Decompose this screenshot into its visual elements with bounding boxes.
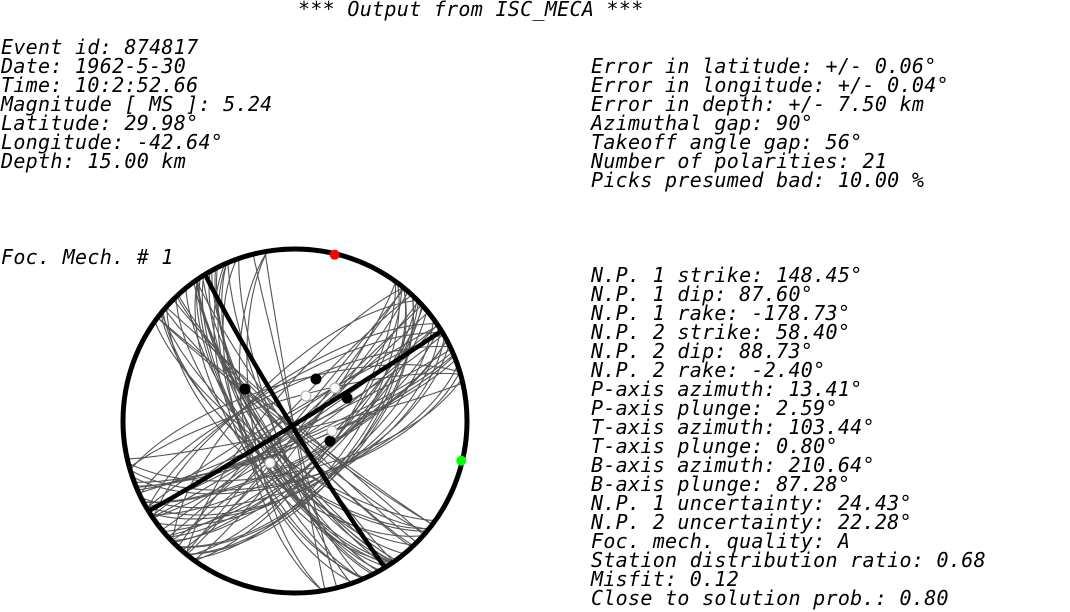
picks-presumed-bad: Picks presumed bad: 10.00 % — [591, 168, 925, 192]
close-to-solution-probability: Close to solution prob.: 0.80 — [591, 586, 949, 610]
mechanism-info-block: N.P. 1 strike: 148.45° N.P. 1 dip: 87.60… — [591, 263, 986, 610]
uncertainty-curve-74 — [186, 287, 404, 556]
uncertainty-curve-37 — [252, 254, 338, 588]
np2-dip: N.P. 2 dip: 88.73° — [591, 339, 814, 363]
event-info-block: Event id: 874817 Date: 1962-5-30 Time: 1… — [1, 35, 273, 173]
p-axis-azimuth: P-axis azimuth: 13.41° — [591, 377, 863, 401]
uncertainty-curve-9 — [211, 270, 379, 572]
np1-strike: N.P. 1 strike: 148.45° — [591, 263, 863, 287]
compression-polarity-1 — [310, 373, 322, 385]
uncertainty-curve-42 — [172, 299, 418, 543]
np1-uncertainty: N.P. 1 uncertainty: 24.43° — [591, 491, 912, 515]
np2-rake: N.P. 2 rake: -2.40° — [591, 358, 826, 382]
compression-polarity-0 — [239, 383, 251, 395]
number-of-polarities: Number of polarities: 21 — [591, 149, 888, 173]
np1-rake: N.P. 1 rake: -178.73° — [591, 301, 851, 325]
error-longitude: Error in longitude: +/- 0.04° — [591, 73, 949, 97]
event-depth: Depth: 15.00 km — [1, 149, 187, 173]
uncertainty-curve-83 — [129, 372, 461, 469]
focal-mechanism-label: Foc. Mech. # 1 — [1, 245, 174, 269]
nodal-plane-1 — [202, 273, 387, 569]
principal-axes-markers — [329, 249, 467, 466]
b-axis-azimuth: B-axis azimuth: 210.64° — [591, 453, 875, 477]
uncertainty-curve-80 — [146, 332, 443, 510]
uncertainty-curve-35 — [222, 258, 354, 584]
uncertainty-curve-29 — [227, 262, 363, 580]
event-date: Date: 1962-5-30 — [1, 54, 187, 78]
t-axis-marker — [456, 455, 467, 466]
event-longitude: Longitude: -42.64° — [1, 130, 224, 154]
takeoff-angle-gap: Takeoff angle gap: 56° — [591, 130, 863, 154]
uncertainty-curve-58 — [146, 333, 444, 509]
focal-mechanism-beachball — [120, 246, 470, 596]
uncertainty-curve-60 — [149, 329, 441, 520]
focal-mechanism-quality: Foc. mech. quality: A — [591, 529, 851, 553]
uncertainty-curve-46 — [143, 339, 448, 504]
uncertainty-curve-82 — [139, 345, 451, 496]
error-latitude: Error in latitude: +/- 0.06° — [591, 54, 937, 78]
b-axis-plunge: B-axis plunge: 87.28° — [591, 472, 851, 496]
uncertainty-curve-70 — [152, 324, 438, 519]
dilatation-polarity-1 — [326, 425, 338, 437]
uncertainty-curve-67 — [156, 319, 435, 526]
t-axis-plunge: T-axis plunge: 0.80° — [591, 434, 838, 458]
event-time: Time: 10:2:52.66 — [1, 73, 199, 97]
event-magnitude: Magnitude [ MS ]: 5.24 — [1, 92, 273, 116]
uncertainty-curve-79 — [146, 333, 444, 509]
uncertainty-curve-30 — [246, 250, 323, 592]
uncertainty-curve-81 — [177, 294, 413, 548]
azimuthal-gap: Azimuthal gap: 90° — [591, 111, 814, 135]
dilatation-polarity-2 — [264, 457, 276, 469]
uncertainty-curve-50 — [181, 291, 409, 552]
compression-polarity-3 — [324, 435, 336, 447]
event-latitude: Latitude: 29.98° — [1, 111, 199, 135]
dilatation-polarity-3 — [300, 390, 312, 402]
compression-polarity-2 — [341, 392, 353, 404]
np1-dip: N.P. 1 dip: 87.60° — [591, 282, 814, 306]
t-axis-azimuth: T-axis azimuth: 103.44° — [591, 415, 875, 439]
nodal-plane-uncertainty-curves — [127, 250, 463, 592]
error-depth: Error in depth: +/- 7.50 km — [591, 92, 925, 116]
nodal-plane-2 — [147, 329, 443, 514]
station-distribution-ratio: Station distribution ratio: 0.68 — [591, 548, 986, 572]
np2-uncertainty: N.P. 2 uncertainty: 22.28° — [591, 510, 912, 534]
p-axis-plunge: P-axis plunge: 2.59° — [591, 396, 838, 420]
best-fit-nodal-planes — [147, 273, 443, 569]
event-id: Event id: 874817 — [1, 35, 199, 59]
page-title: *** Output from ISC_MECA *** — [298, 0, 644, 21]
error-info-block: Error in latitude: +/- 0.06° Error in lo… — [591, 54, 949, 192]
uncertainty-curve-69 — [193, 281, 397, 561]
uncertainty-curve-85 — [129, 364, 461, 471]
uncertainty-curve-75 — [186, 287, 407, 555]
misfit: Misfit: 0.12 — [591, 567, 740, 591]
uncertainty-curve-15 — [221, 263, 364, 580]
stereonet-outline — [120, 246, 470, 596]
dilatation-polarity-0 — [329, 382, 341, 394]
np2-strike: N.P. 2 strike: 58.40° — [591, 320, 851, 344]
uncertainty-curve-64 — [132, 364, 459, 495]
station-polarities — [239, 373, 353, 469]
p-axis-marker — [329, 249, 340, 260]
